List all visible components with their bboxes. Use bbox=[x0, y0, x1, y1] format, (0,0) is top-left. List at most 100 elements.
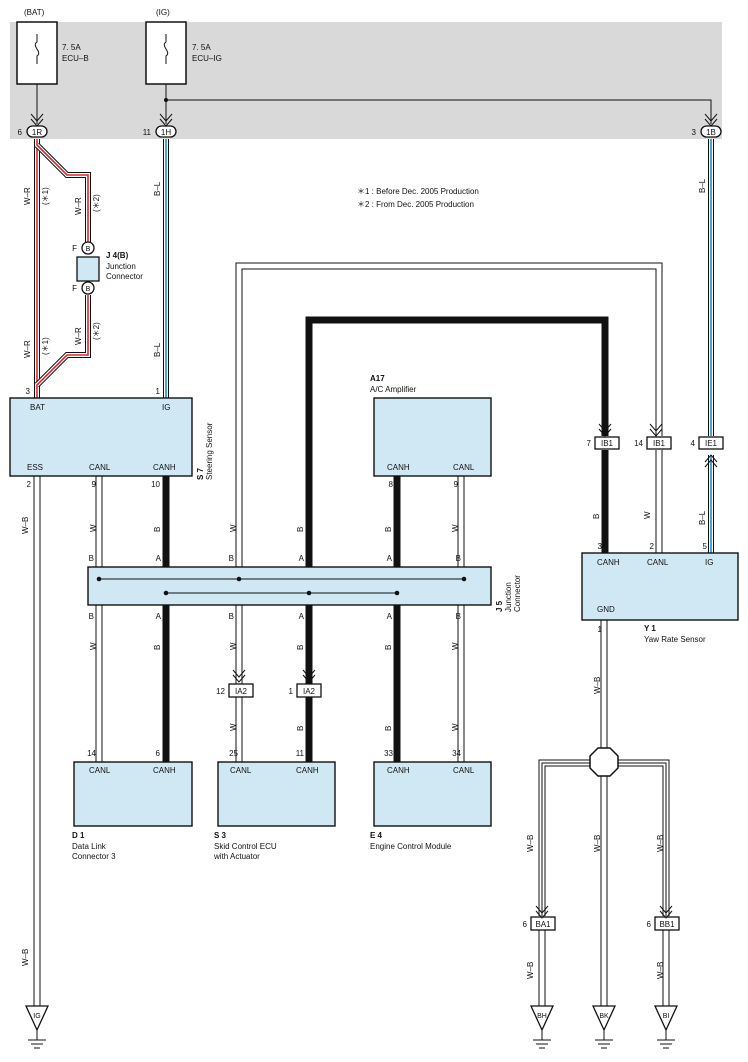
svg-text:ESS: ESS bbox=[27, 463, 43, 472]
ground-bk: BK bbox=[591, 1005, 617, 1049]
fuse-icon bbox=[34, 34, 40, 64]
fuse1-rating: 7. 5A bbox=[62, 43, 81, 52]
svg-text:W–B: W–B bbox=[526, 962, 535, 979]
svg-text:W: W bbox=[229, 524, 238, 532]
svg-text:1: 1 bbox=[156, 387, 161, 396]
svg-text:IB1: IB1 bbox=[601, 439, 614, 448]
svg-text:B: B bbox=[384, 726, 393, 731]
svg-text:Y 1: Y 1 bbox=[644, 624, 656, 633]
junction-j5: B A B A A B B A B A A B J 5 Junction Con… bbox=[87, 554, 522, 621]
svg-text:A/C Amplifier: A/C Amplifier bbox=[370, 385, 417, 394]
svg-text:5: 5 bbox=[703, 542, 708, 551]
connector-ib1-7: IB1 7 bbox=[587, 436, 620, 450]
fuse1-name: ECU–B bbox=[62, 54, 89, 63]
svg-text:W: W bbox=[89, 524, 98, 532]
svg-text:BB1: BB1 bbox=[659, 920, 675, 929]
svg-text:Yaw Rate Sensor: Yaw Rate Sensor bbox=[644, 635, 706, 644]
svg-text:A: A bbox=[156, 554, 162, 563]
note-mark: (＊1) bbox=[41, 187, 50, 205]
svg-text:B: B bbox=[86, 286, 91, 293]
connector-ib1-14: IB1 14 bbox=[634, 436, 672, 450]
data-link-connector-d1: CANL CANH 14 6 D 1 Data Link Connector 3 bbox=[72, 749, 193, 861]
svg-text:IA2: IA2 bbox=[303, 687, 316, 696]
svg-text:CANL: CANL bbox=[453, 463, 475, 472]
svg-text:BAT: BAT bbox=[30, 403, 45, 412]
svg-text:6: 6 bbox=[647, 920, 652, 929]
note-mark: (＊2) bbox=[92, 194, 101, 212]
svg-text:Connector 3: Connector 3 bbox=[72, 852, 116, 861]
svg-text:B: B bbox=[153, 645, 162, 650]
svg-text:2: 2 bbox=[650, 542, 655, 551]
svg-text:with Actuator: with Actuator bbox=[213, 852, 260, 861]
svg-text:B: B bbox=[229, 554, 234, 563]
svg-text:9: 9 bbox=[92, 480, 97, 489]
svg-text:IB1: IB1 bbox=[653, 439, 666, 448]
chevron-down-icon bbox=[598, 423, 612, 437]
svg-text:B: B bbox=[86, 246, 91, 253]
svg-text:BI: BI bbox=[663, 1013, 670, 1020]
svg-text:CANL: CANL bbox=[647, 558, 669, 567]
wire-w-r bbox=[34, 139, 91, 398]
chevron-down-icon bbox=[659, 905, 673, 919]
svg-text:CANH: CANH bbox=[296, 766, 319, 775]
svg-text:1R: 1R bbox=[32, 128, 42, 137]
svg-text:A: A bbox=[387, 554, 393, 563]
svg-text:1H: 1H bbox=[161, 128, 171, 137]
svg-text:3: 3 bbox=[26, 387, 31, 396]
svg-text:Connector: Connector bbox=[106, 272, 143, 281]
svg-text:W–B: W–B bbox=[21, 517, 30, 534]
skid-control-ecu-s3: CANL CANH 25 11 S 3 Skid Control ECU wit… bbox=[213, 749, 336, 861]
svg-text:3: 3 bbox=[598, 542, 603, 551]
svg-text:A: A bbox=[299, 554, 305, 563]
svg-text:S 3: S 3 bbox=[214, 831, 227, 840]
chevron-down-icon bbox=[535, 905, 549, 919]
note-2: ＊2 : From Dec. 2005 Production bbox=[357, 200, 474, 209]
svg-text:J 4(B): J 4(B) bbox=[106, 251, 129, 260]
note-mark: (＊1) bbox=[41, 337, 50, 355]
svg-text:B: B bbox=[296, 645, 305, 650]
note-mark: (＊2) bbox=[92, 322, 101, 340]
svg-text:3: 3 bbox=[692, 128, 697, 137]
svg-text:E 4: E 4 bbox=[370, 831, 383, 840]
wire-label: W–R bbox=[23, 340, 32, 358]
svg-text:IG: IG bbox=[33, 1013, 40, 1020]
wire-label: W–R bbox=[23, 187, 32, 205]
svg-text:W–B: W–B bbox=[656, 962, 665, 979]
svg-text:4: 4 bbox=[691, 439, 696, 448]
fuse-ecu-ig bbox=[145, 21, 187, 85]
svg-text:1B: 1B bbox=[706, 128, 716, 137]
svg-text:12: 12 bbox=[216, 687, 225, 696]
svg-text:BH: BH bbox=[537, 1013, 547, 1020]
wire-b-l bbox=[163, 139, 714, 553]
svg-text:34: 34 bbox=[452, 749, 461, 758]
fuse-panel bbox=[10, 22, 722, 139]
svg-text:D 1: D 1 bbox=[72, 831, 85, 840]
svg-text:B: B bbox=[229, 612, 234, 621]
chevron-down-icon bbox=[649, 423, 663, 437]
svg-text:IA2: IA2 bbox=[235, 687, 248, 696]
connector-ba1: BA1 6 bbox=[523, 916, 556, 931]
svg-text:BK: BK bbox=[599, 1013, 609, 1020]
svg-text:W: W bbox=[229, 642, 238, 650]
svg-text:BA1: BA1 bbox=[535, 920, 551, 929]
svg-text:W: W bbox=[451, 524, 460, 532]
svg-text:IG: IG bbox=[705, 558, 713, 567]
chevron-down-icon bbox=[232, 669, 246, 683]
wire-label: B–L bbox=[698, 510, 707, 525]
svg-text:Data Link: Data Link bbox=[72, 842, 107, 851]
svg-text:W: W bbox=[451, 642, 460, 650]
wire-label: W–R bbox=[74, 327, 83, 345]
svg-text:Steering Sensor: Steering Sensor bbox=[205, 422, 214, 480]
svg-text:Engine Control Module: Engine Control Module bbox=[370, 842, 452, 851]
svg-text:Junction: Junction bbox=[106, 262, 136, 271]
connector-1h: 1H 11 bbox=[143, 125, 177, 138]
svg-text:6: 6 bbox=[523, 920, 528, 929]
svg-text:B: B bbox=[456, 612, 461, 621]
svg-text:B: B bbox=[296, 726, 305, 731]
svg-text:6: 6 bbox=[18, 128, 23, 137]
svg-text:CANH: CANH bbox=[387, 463, 410, 472]
note-1: ＊1 : Before Dec. 2005 Production bbox=[357, 187, 479, 196]
svg-text:W–B: W–B bbox=[526, 835, 535, 852]
svg-text:B: B bbox=[89, 612, 94, 621]
